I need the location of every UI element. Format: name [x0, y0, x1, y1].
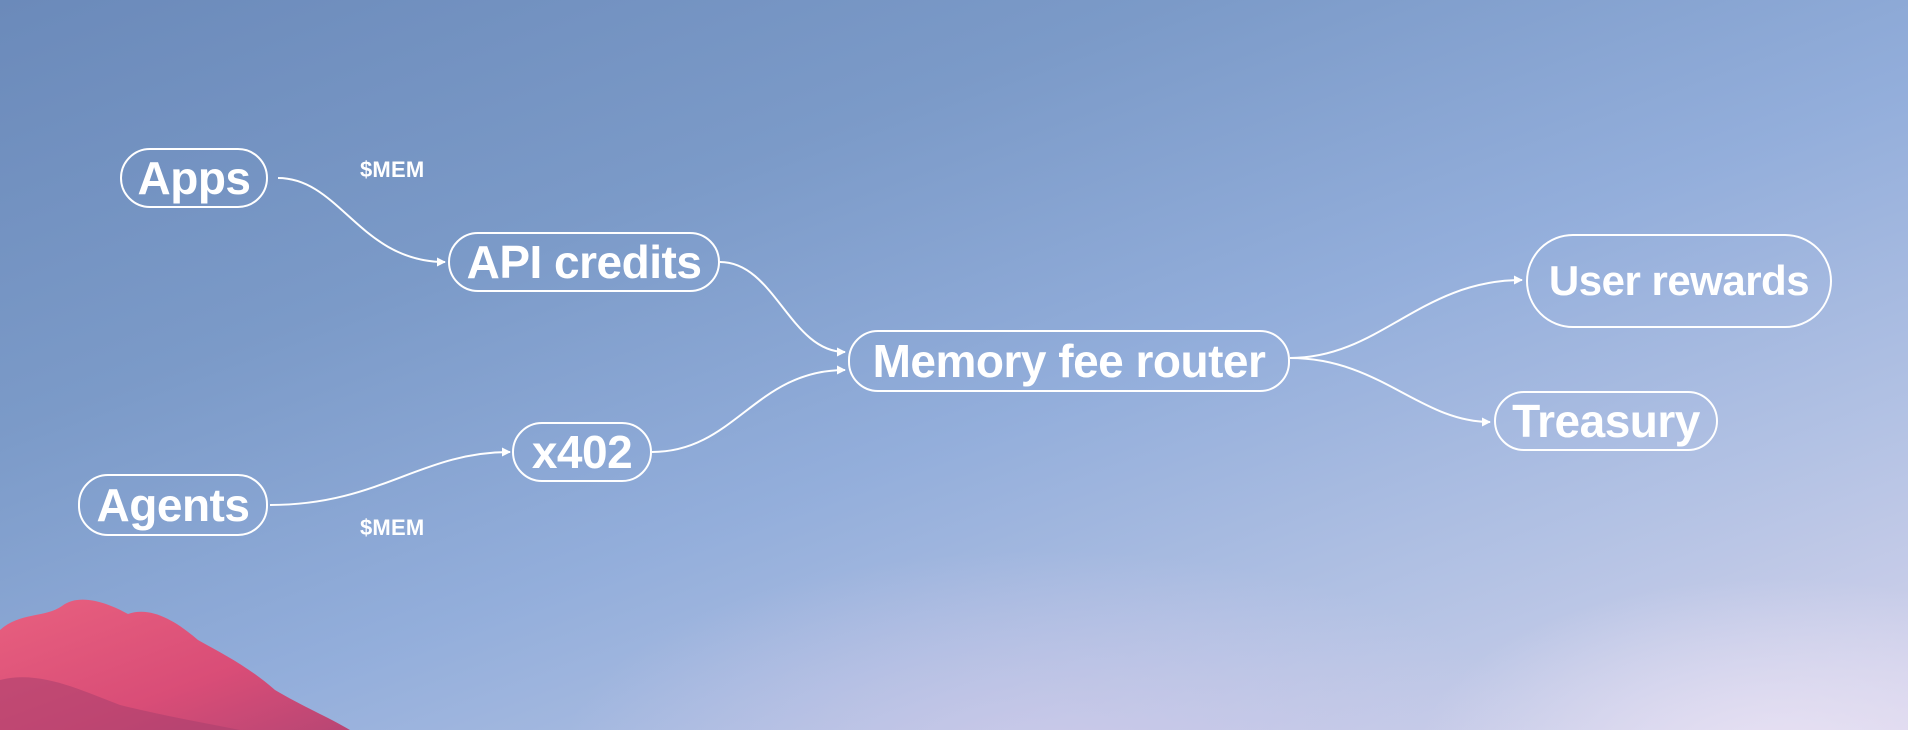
edge-router-to-user-rewards: [1289, 275, 1523, 359]
node-apps: Apps: [120, 148, 268, 208]
edge-router-to-treasury: [1289, 357, 1491, 427]
node-user-rewards: User rewards: [1526, 234, 1832, 328]
edge-apps-to-api-credits: [277, 177, 446, 267]
pink-rock-shadow: [0, 677, 240, 730]
node-treasury: Treasury: [1494, 391, 1718, 451]
node-x402: x402: [512, 422, 652, 482]
edge-api-credits-to-router: [719, 261, 846, 357]
node-agents: Agents: [78, 474, 268, 536]
edge-x402-to-router: [651, 365, 846, 453]
edge-label-agents-token: $MEM: [360, 515, 425, 540]
node-api-credits: API credits: [448, 232, 720, 292]
node-memory-fee-router: Memory fee router: [848, 330, 1290, 392]
edge-label-apps-token: $MEM: [360, 157, 425, 182]
edge-agents-to-x402: [269, 447, 511, 506]
